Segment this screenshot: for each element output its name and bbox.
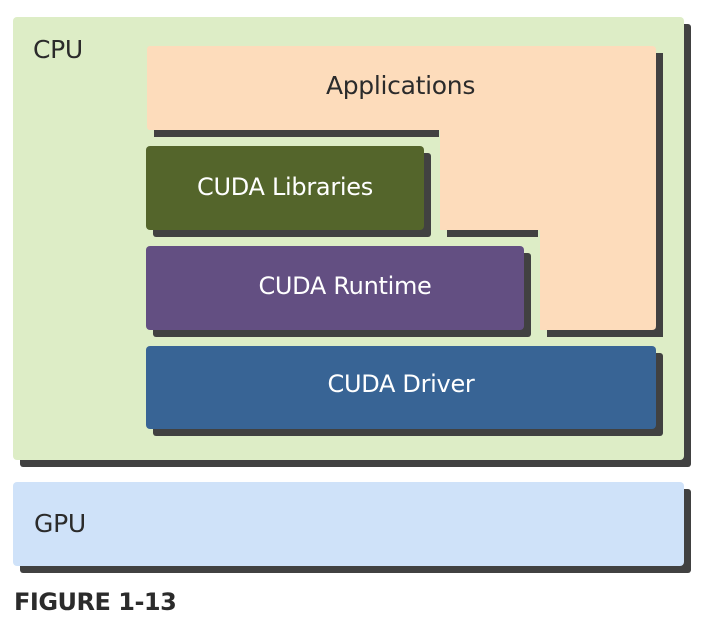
figure-caption: FIGURE 1-13 xyxy=(14,588,177,616)
applications-shape xyxy=(147,46,656,330)
cuda-driver-box: CUDA Driver xyxy=(146,346,656,429)
cuda-driver-label: CUDA Driver xyxy=(327,370,475,398)
cpu-label: CPU xyxy=(33,35,83,64)
cuda-runtime-label: CUDA Runtime xyxy=(258,272,432,300)
cuda-runtime-box: CUDA Runtime xyxy=(146,246,524,330)
gpu-box: GPU xyxy=(13,482,684,566)
cuda-libraries-label: CUDA Libraries xyxy=(197,173,373,201)
gpu-label: GPU xyxy=(34,509,86,538)
cuda-libraries-box: CUDA Libraries xyxy=(146,146,424,230)
applications-label: Applications xyxy=(325,71,476,100)
applications-step-shadow-1 xyxy=(154,130,439,137)
applications-step-shadow-2 xyxy=(447,230,538,237)
